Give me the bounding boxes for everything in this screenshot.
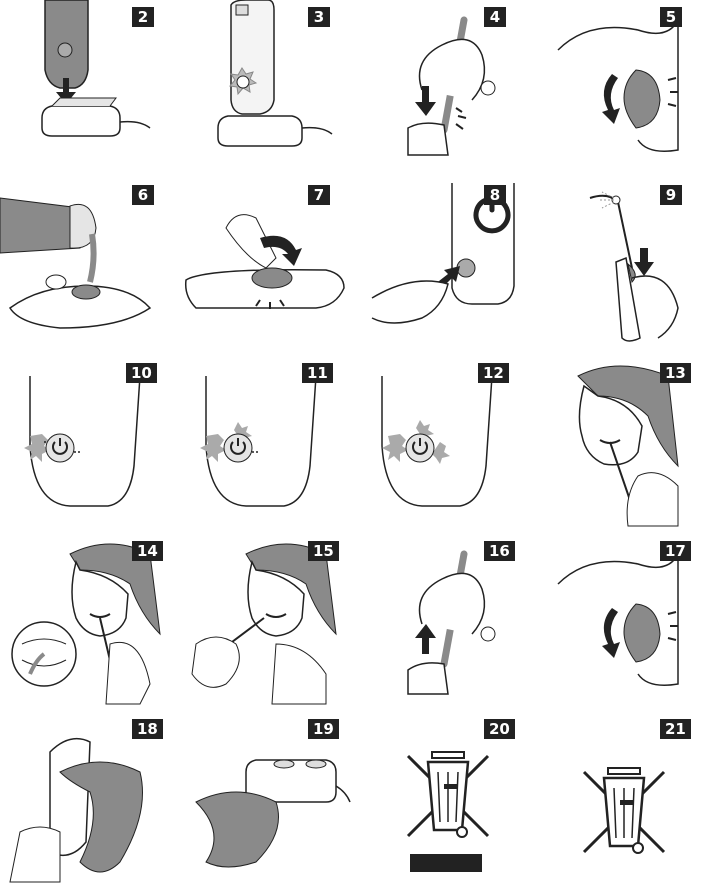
step-panel: 9: [528, 178, 704, 356]
step-number: 16: [484, 541, 515, 561]
step-panel: 3: [176, 0, 352, 178]
step-number: 14: [132, 541, 163, 561]
step-number: 18: [132, 719, 163, 739]
step-panel: 15: [176, 534, 352, 712]
step-panel: 14: [0, 534, 176, 712]
step-panel: 20: [352, 712, 528, 890]
step-panel: 17: [528, 534, 704, 712]
step-number: 20: [484, 719, 515, 739]
step-number: 9: [660, 185, 682, 205]
step-number: 2: [132, 7, 154, 27]
step-panel: 13: [528, 356, 704, 534]
step-panel: 19: [176, 712, 352, 890]
step-panel: 2: [0, 0, 176, 178]
step-number: 15: [308, 541, 339, 561]
step-number: 10: [126, 363, 157, 383]
step-number: 5: [660, 7, 682, 27]
step-panel: 16: [352, 534, 528, 712]
step-number: 13: [660, 363, 691, 383]
step-panel: 10: [0, 356, 176, 534]
step-number: 6: [132, 185, 154, 205]
step-panel: 18: [0, 712, 176, 890]
step-number: 3: [308, 7, 330, 27]
step-number: 8: [484, 185, 506, 205]
step-number: 11: [302, 363, 333, 383]
step-panel: 7: [176, 178, 352, 356]
step-panel: 12: [352, 356, 528, 534]
step-panel: 11: [176, 356, 352, 534]
step-panel: 5: [528, 0, 704, 178]
step-number: 4: [484, 7, 506, 27]
step-panel: 8: [352, 178, 528, 356]
step-number: 21: [660, 719, 691, 739]
step-number: 12: [478, 363, 509, 383]
step-number: 19: [308, 719, 339, 739]
step-number: 7: [308, 185, 330, 205]
step-panel: 6: [0, 178, 176, 356]
step-panel: 4: [352, 0, 528, 178]
step-panel: 21: [528, 712, 704, 890]
step-number: 17: [660, 541, 691, 561]
